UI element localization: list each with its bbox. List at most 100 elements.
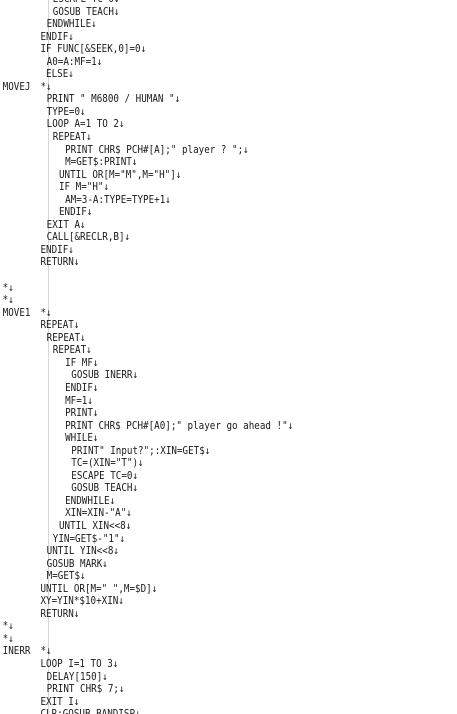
code-line[interactable]: PRINT CHR$ PCH#[A0];" player go ahead !"… <box>0 420 402 433</box>
code-line-label: *↓ <box>2 294 14 307</box>
code-line[interactable]: IF FUNC[&SEEK,0]=0↓ <box>0 43 402 56</box>
code-line[interactable]: RETURN↓ <box>0 608 402 621</box>
code-line[interactable]: *↓ <box>0 282 402 295</box>
code-line[interactable]: ESCAPE TC=0↓ <box>0 470 402 483</box>
code-line-text: PRINT CHR$ PCH#[A];" player ? ";↓ <box>65 143 249 156</box>
code-line[interactable]: UNTIL YIN<<8↓ <box>0 545 402 558</box>
code-line[interactable]: LOOP I=1 TO 3↓ <box>0 658 402 671</box>
code-line-text: M=GET$:PRINT↓ <box>65 156 138 169</box>
code-line-text: LOOP I=1 TO 3↓ <box>40 657 119 670</box>
code-line[interactable]: DELAY[150]↓ <box>0 671 402 684</box>
code-line[interactable]: MOVE1*↓ <box>0 307 402 320</box>
code-line[interactable]: ENDIF↓ <box>0 206 402 219</box>
code-line[interactable]: *↓ <box>0 620 402 633</box>
code-line[interactable]: UNTIL OR[M=" ",M=$D]↓ <box>0 583 402 596</box>
code-line[interactable]: REPEAT↓ <box>0 319 402 332</box>
code-line[interactable]: A0=A:MF=1↓ <box>0 56 402 69</box>
code-line-text: RETURN↓ <box>40 607 80 620</box>
code-line[interactable]: ENDWHILE↓ <box>0 18 402 31</box>
code-line-text: ENDWHILE↓ <box>46 18 97 31</box>
code-line[interactable]: GOSUB TEACH↓ <box>0 6 402 19</box>
code-line-text: ESCAPE TC=0↓ <box>53 0 120 6</box>
code-line[interactable]: REPEAT↓ <box>0 332 402 345</box>
code-line[interactable]: TC=(XIN="T")↓ <box>0 457 402 470</box>
code-line[interactable]: PRINT CHR$ PCH#[A];" player ? ";↓ <box>0 144 402 157</box>
code-line-text: RETURN↓ <box>40 256 80 269</box>
code-line[interactable]: ESCAPE TC=0↓ <box>0 0 402 6</box>
code-line-text: ENDWHILE↓ <box>65 494 116 507</box>
code-line[interactable]: *↓ <box>0 294 402 307</box>
code-line-text: PRINT↓ <box>65 407 99 420</box>
code-line[interactable]: ENDIF↓ <box>0 244 402 257</box>
code-line-text: CALL[&RECLR,B]↓ <box>46 231 131 244</box>
code-line[interactable]: XY=YIN*$10+XIN↓ <box>0 595 402 608</box>
code-line[interactable]: PRINT " M6800 / HUMAN "↓ <box>0 93 402 106</box>
code-line[interactable]: AM=3-A:TYPE=TYPE+1↓ <box>0 194 402 207</box>
code-line[interactable]: PRINT CHR$ 7;↓ <box>0 683 402 696</box>
code-line-text: UNTIL OR[M="M",M="H"]↓ <box>58 168 182 181</box>
code-line[interactable]: EXIT A↓ <box>0 219 402 232</box>
code-line-text: IF FUNC[&SEEK,0]=0↓ <box>40 43 147 56</box>
code-line-text: AM=3-A:TYPE=TYPE+1↓ <box>65 193 171 206</box>
code-line-text: PRINT CHR$ 7;↓ <box>46 683 125 696</box>
code-line-text: REPEAT↓ <box>46 331 86 344</box>
code-line[interactable]: IF M="H"↓ <box>0 181 402 194</box>
code-line[interactable]: WHILE↓ <box>0 432 402 445</box>
code-line-text: MF=1↓ <box>65 394 93 407</box>
code-line[interactable]: INERR*↓ <box>0 645 402 658</box>
code-line-text: LOOP A=1 TO 2↓ <box>46 118 125 131</box>
code-line[interactable]: GOSUB TEACH↓ <box>0 482 402 495</box>
code-line[interactable]: YIN=GET$-"1"↓ <box>0 533 402 546</box>
code-line-text: TYPE=0↓ <box>46 105 86 118</box>
code-line[interactable]: REPEAT↓ <box>0 131 402 144</box>
code-line-text: CLR:GOSUB BANDISP↓ <box>40 708 140 714</box>
code-line-text: REPEAT↓ <box>52 131 92 144</box>
code-line[interactable]: LOOP A=1 TO 2↓ <box>0 118 402 131</box>
code-line-label: MOVE1 <box>2 306 31 319</box>
code-line[interactable]: TYPE=0↓ <box>0 106 402 119</box>
code-line-text: REPEAT↓ <box>40 319 80 332</box>
code-line[interactable]: MF=1↓ <box>0 395 402 408</box>
code-line[interactable]: *↓ <box>0 633 402 646</box>
code-line[interactable]: ENDIF↓ <box>0 382 402 395</box>
code-line-text: M=GET$↓ <box>46 570 86 583</box>
code-line-text: EXIT A↓ <box>46 218 86 231</box>
code-line[interactable]: EXIT I↓ <box>0 696 402 709</box>
code-line[interactable]: PRINT↓ <box>0 407 402 420</box>
code-line[interactable]: ENDWHILE↓ <box>0 495 402 508</box>
code-line-text: GOSUB MARK↓ <box>46 557 108 570</box>
code-line-text: ENDIF↓ <box>65 381 99 394</box>
code-line[interactable]: GOSUB MARK↓ <box>0 558 402 571</box>
code-line-text: ENDIF↓ <box>40 30 74 43</box>
code-line[interactable]: GOSUB INERR↓ <box>0 369 402 382</box>
code-line-text: GOSUB TEACH↓ <box>52 5 120 18</box>
code-line[interactable]: UNTIL XIN<<8↓ <box>0 520 402 533</box>
code-line-text: UNTIL OR[M=" ",M=$D]↓ <box>40 582 158 595</box>
code-line-label: *↓ <box>2 620 14 633</box>
code-line-text: GOSUB INERR↓ <box>71 369 139 382</box>
code-line-text: PRINT" Input?";:XIN=GET$↓ <box>71 444 211 457</box>
code-line[interactable]: MOVEJ*↓ <box>0 81 402 94</box>
code-line[interactable]: REPEAT↓ <box>0 344 402 357</box>
code-line[interactable] <box>0 269 402 282</box>
code-line[interactable]: ENDIF↓ <box>0 31 402 44</box>
code-line[interactable]: RETURN↓ <box>0 256 402 269</box>
code-line[interactable]: XIN=XIN-"A"↓ <box>0 507 402 520</box>
code-line[interactable]: UNTIL OR[M="M",M="H"]↓ <box>0 169 402 182</box>
code-line-text: ENDIF↓ <box>58 206 93 219</box>
code-line-text: PRINT " M6800 / HUMAN "↓ <box>46 93 181 106</box>
code-line-text: UNTIL XIN<<8↓ <box>58 519 132 532</box>
code-line[interactable]: M=GET$:PRINT↓ <box>0 156 402 169</box>
code-line[interactable]: CLR:GOSUB BANDISP↓ <box>0 708 402 714</box>
code-line[interactable]: CALL[&RECLR,B]↓ <box>0 231 402 244</box>
code-line-text: GOSUB TEACH↓ <box>71 482 139 495</box>
code-line-text: PRINT CHR$ PCH#[A0];" player go ahead !"… <box>65 419 294 432</box>
code-line-text: *↓ <box>40 645 52 658</box>
code-line[interactable]: ELSE↓ <box>0 68 402 81</box>
code-line-text: WHILE↓ <box>65 432 99 445</box>
code-line[interactable]: IF MF↓ <box>0 357 402 370</box>
code-line[interactable]: PRINT" Input?";:XIN=GET$↓ <box>0 445 402 458</box>
code-line[interactable]: M=GET$↓ <box>0 570 402 583</box>
